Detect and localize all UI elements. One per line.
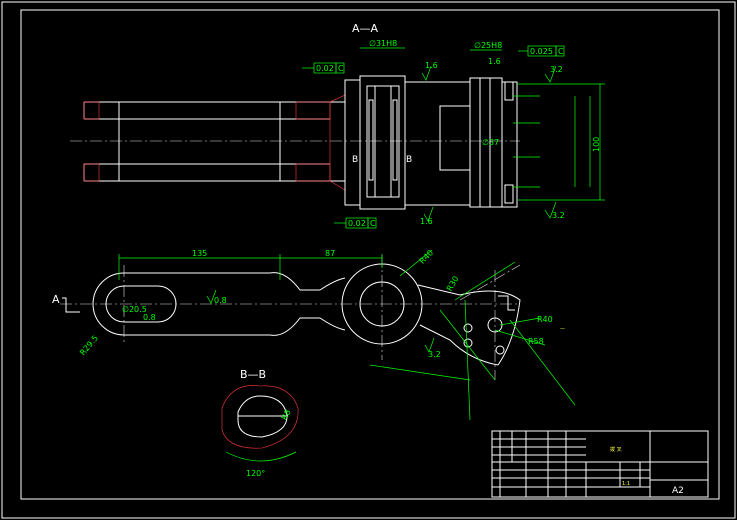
main-view: A 135 87 0.8 0.8 ∅20.5 R29.5: [52, 248, 576, 421]
note-1: —: [560, 326, 565, 332]
dim-120-deg: 120°: [246, 469, 265, 478]
dim-diameter-31: ∅31H8: [369, 39, 397, 48]
part-name: 拨 叉: [610, 446, 622, 453]
inner-frame: [20, 9, 720, 500]
title-block: 拨 叉 A2 1:1: [491, 430, 709, 498]
b-mark-right: B: [406, 155, 412, 165]
roughness-icon: [544, 65, 557, 83]
tolerance-value-3: 0.025: [530, 47, 553, 56]
tolerance-value-1: 0.02: [316, 64, 334, 73]
dim-r40: R40: [418, 248, 436, 266]
dim-100: 100: [592, 137, 601, 152]
dim-0.8-slot: 0.8: [143, 313, 156, 322]
section-aa-view: A—A: [70, 22, 605, 229]
section-aa-title: A—A: [352, 22, 379, 35]
dim-r40-fork: R40: [537, 315, 553, 324]
dim-3.2-bottom: 3.2: [552, 211, 565, 220]
b-mark-left: B: [352, 155, 358, 165]
dim-3.2-fork: 3.2: [428, 350, 441, 359]
tolerance-ref-3: C: [558, 47, 564, 56]
section-bb-view: B—B 120° R8: [221, 368, 299, 478]
dim-r58: R58: [528, 337, 544, 346]
dim-r30: R30: [445, 275, 461, 293]
tolerance-value-2: 0.02: [348, 219, 366, 228]
dim-diameter-37: ∅37: [482, 138, 499, 147]
drawing-number: A2: [672, 486, 684, 496]
dim-1.6-bottom: 1.6: [420, 217, 433, 226]
scale: 1:1: [622, 481, 630, 487]
dim-1.6-top: 1.6: [425, 61, 438, 70]
dim-r8: R8: [280, 408, 293, 422]
dim-87: 87: [325, 249, 335, 258]
cut-mark-a-left: A: [52, 293, 60, 306]
dim-1.6-hub: 1.6: [488, 57, 501, 66]
section-bb-title: B—B: [240, 368, 266, 381]
dim-135: 135: [192, 249, 207, 258]
dim-3.2-top: 3.2: [550, 65, 563, 74]
dim-diameter-20: ∅20.5: [122, 305, 147, 314]
dim-r29: R29.5: [78, 334, 100, 358]
dim-diameter-25: ∅25H8: [474, 41, 502, 50]
tolerance-ref-1: C: [338, 64, 344, 73]
dim-0.8-arm: 0.8: [214, 296, 227, 305]
tolerance-ref-2: C: [370, 219, 376, 228]
